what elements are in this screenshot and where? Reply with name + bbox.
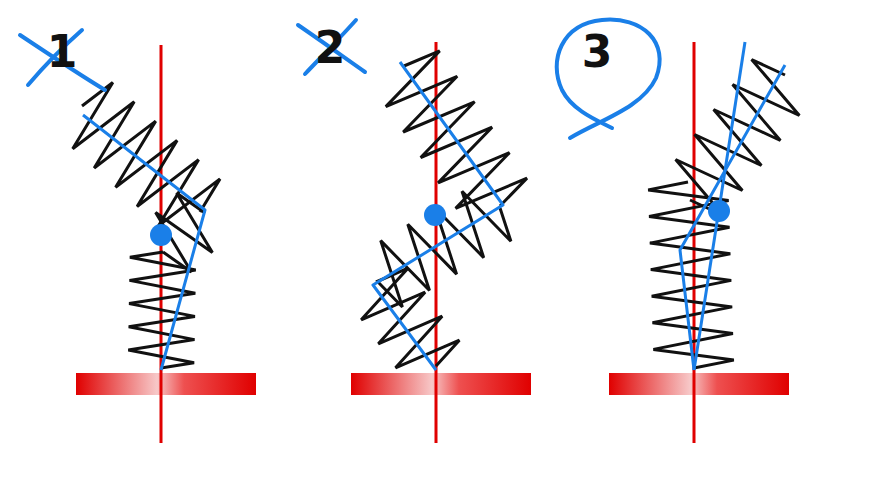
center-dot	[150, 224, 172, 246]
vertical-axis	[693, 42, 696, 443]
cross-mark	[28, 30, 82, 85]
spring-coil	[386, 51, 527, 209]
axis-line	[680, 65, 785, 370]
spring-coils	[73, 51, 800, 368]
callout-number: 1	[47, 30, 78, 74]
cross-mark	[305, 20, 356, 74]
base-plate	[351, 373, 531, 395]
callout-number: 3	[582, 30, 613, 74]
vertical-axis	[435, 42, 438, 443]
annotations	[20, 20, 660, 138]
callout-number: 2	[315, 26, 346, 70]
circle-mark	[557, 20, 660, 138]
base-plate	[76, 373, 256, 395]
spring-coil	[378, 191, 511, 307]
base-plate	[609, 373, 789, 395]
axis-line	[373, 62, 503, 370]
axis-line	[83, 115, 205, 370]
center-dot	[424, 204, 446, 226]
axis-line	[694, 42, 745, 370]
base-plates	[76, 373, 789, 395]
vertical-axes	[161, 42, 694, 443]
center-dot	[708, 200, 730, 222]
center-dots	[150, 200, 730, 246]
axis-lines	[83, 42, 785, 370]
cross-mark	[298, 25, 365, 72]
